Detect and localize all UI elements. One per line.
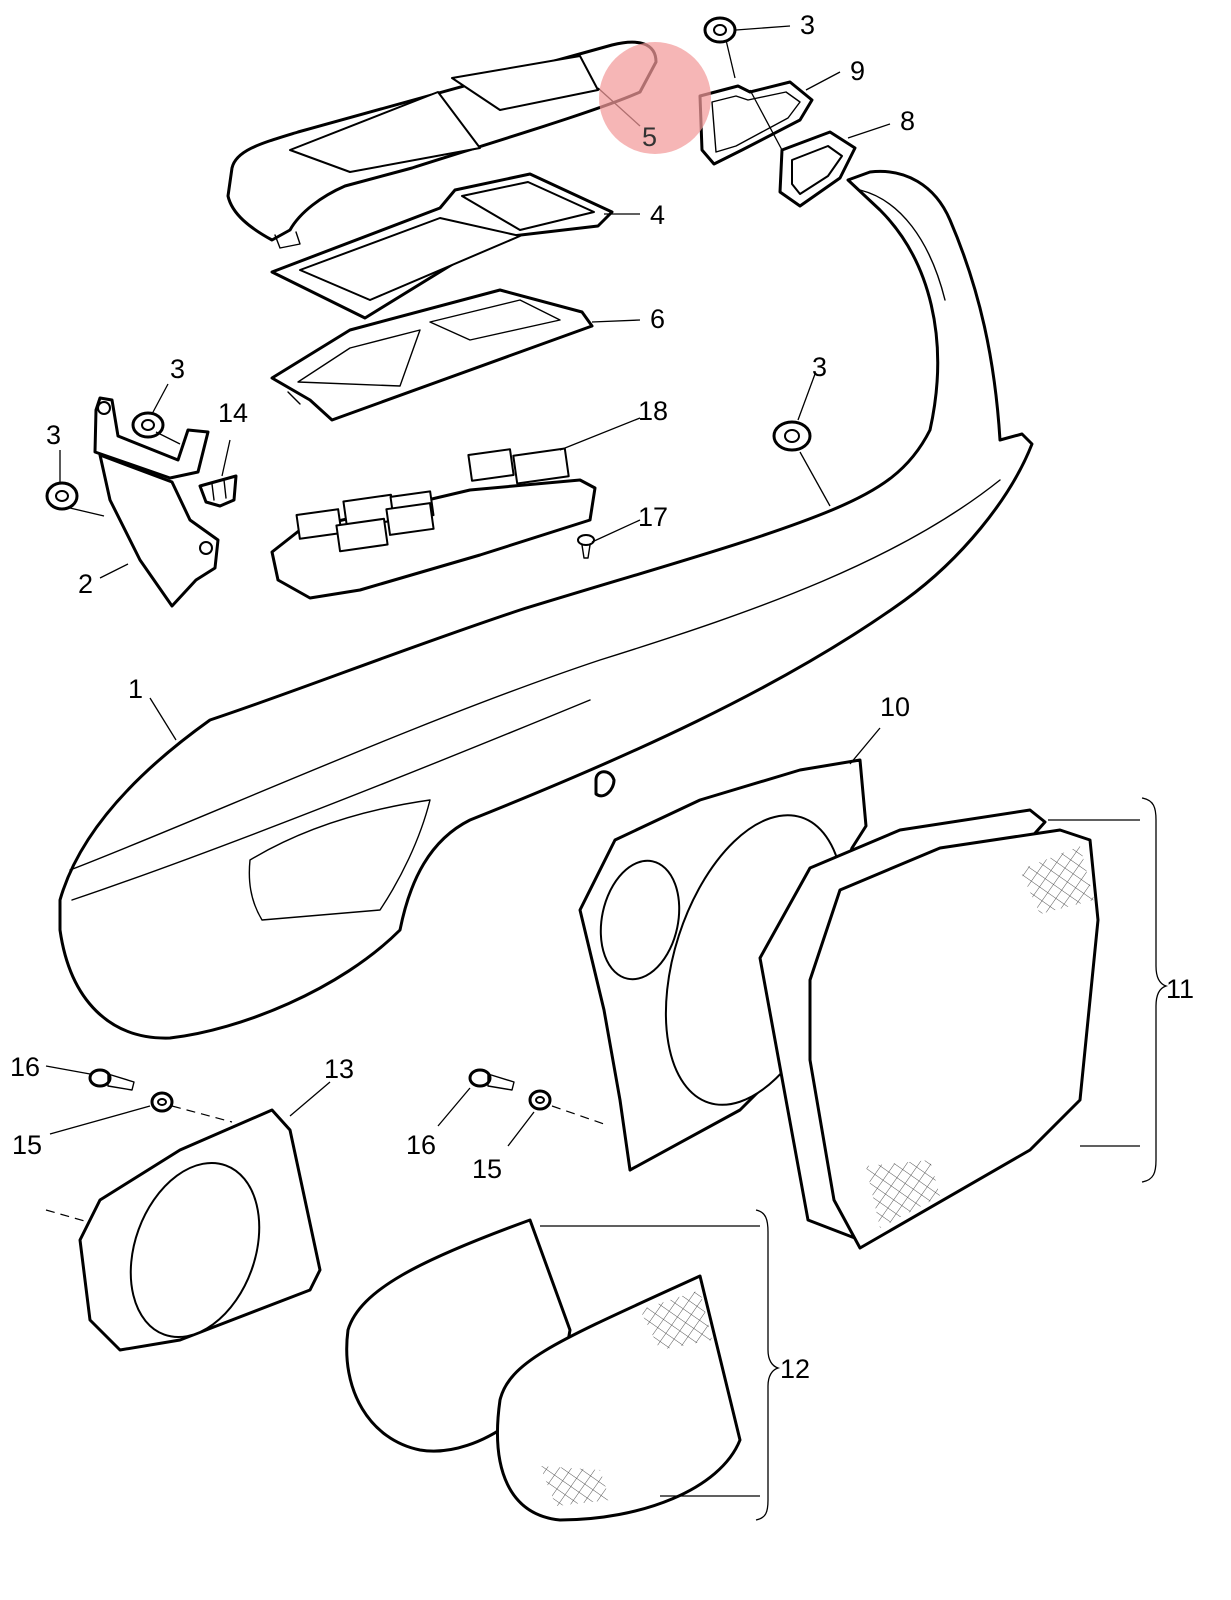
callout-14: 14 <box>218 398 248 428</box>
callout-15b: 15 <box>472 1154 502 1184</box>
part-13-small-frame <box>78 1108 322 1352</box>
callout-11: 11 <box>1166 974 1194 1004</box>
part-18-switch-pack <box>270 447 597 600</box>
part-16-screw-b <box>468 1068 515 1091</box>
part-11-speaker-grille <box>758 808 1100 1250</box>
alignment-line-10 <box>551 1105 605 1125</box>
part-3-grommet-d <box>772 420 812 452</box>
callout-1: 1 <box>128 674 143 704</box>
callout-18: 18 <box>638 396 668 426</box>
part-5-switch-bezel <box>226 40 658 249</box>
part-16-screw-a <box>88 1068 135 1091</box>
part-3-grommet-c <box>703 16 737 44</box>
callout-9: 9 <box>850 56 865 86</box>
callout-16a: 16 <box>10 1052 40 1082</box>
callout-3b: 3 <box>46 420 61 450</box>
part-9-seal <box>698 80 814 166</box>
part-3-grommet-a <box>131 411 165 439</box>
callout-3d: 3 <box>812 352 827 382</box>
callout-4: 4 <box>650 200 665 230</box>
part-15-washer-b <box>528 1089 552 1111</box>
callout-12: 12 <box>780 1354 810 1384</box>
callout-17: 17 <box>638 502 668 532</box>
callout-5: 5 <box>642 122 657 152</box>
part-14-clip <box>198 474 238 508</box>
callout-2: 2 <box>78 569 93 599</box>
part-15-washer-a <box>150 1091 174 1113</box>
bracket-11 <box>1141 797 1169 1183</box>
bracket-12 <box>755 1209 781 1521</box>
alignment-line-13b <box>45 1209 89 1223</box>
part-12-small-grille <box>345 1218 742 1522</box>
alignment-line-13 <box>171 1105 233 1123</box>
part-5-highlight <box>599 42 711 154</box>
part-6-switch-housing <box>270 288 594 422</box>
callout-16b: 16 <box>406 1130 436 1160</box>
callout-15a: 15 <box>12 1130 42 1160</box>
part-3-grommet-b <box>45 481 79 511</box>
leader-lines <box>45 25 1140 1497</box>
callout-8: 8 <box>900 106 915 136</box>
part-8-grommet-ring <box>778 130 857 208</box>
part-1-armrest <box>58 169 1034 1040</box>
callout-10: 10 <box>880 692 910 722</box>
part-17-screw <box>577 534 595 559</box>
part-2-bracket <box>93 396 220 608</box>
callout-3c: 3 <box>800 10 815 40</box>
callout-3a: 3 <box>170 354 185 384</box>
part-4-bezel-gasket <box>270 172 614 320</box>
callout-6: 6 <box>650 304 665 334</box>
callout-13: 13 <box>324 1054 354 1084</box>
